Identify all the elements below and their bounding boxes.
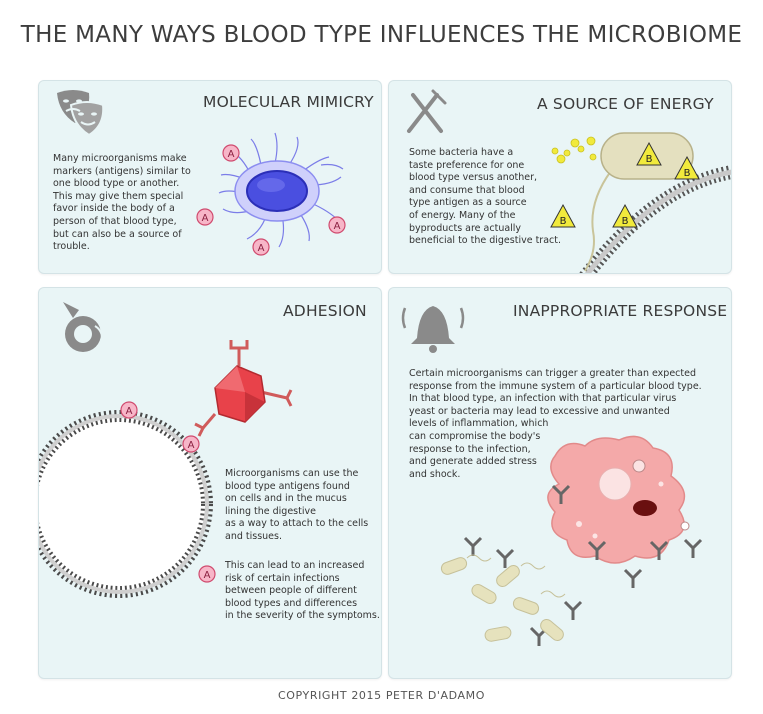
energy-illustration: B B B B [407, 89, 731, 273]
svg-text:A: A [188, 440, 195, 451]
svg-text:A: A [202, 213, 209, 224]
panel-body: Some bacteria have a taste preference fo… [409, 147, 561, 247]
panel-title: ADHESION [283, 302, 367, 320]
panel-inappropriate-response: INAPPROPRIATE RESPONSE Certain microorga… [388, 287, 732, 679]
theater-masks-icon [57, 90, 105, 137]
antigen-b-badge: B [550, 203, 576, 228]
svg-text:A: A [228, 149, 235, 160]
antigen-a-badge: A [196, 208, 214, 226]
cell-membrane [579, 165, 731, 273]
panel-molecular-mimicry: A A A A MOLECULAR MIMICRY Many microorga… [38, 80, 382, 274]
panel-body: Microorganisms can use the blood type an… [225, 468, 369, 542]
antigen-fragments [551, 136, 597, 164]
adhesive-tape-icon [63, 302, 104, 352]
antigen-b-badge: B [612, 203, 638, 228]
antibodies [463, 484, 703, 646]
panel-title: A SOURCE OF ENERGY [537, 95, 714, 113]
antigen-a-badge: A [328, 216, 346, 234]
panel-source-of-energy: B B B B A SOURCE OF ENERGY Some bacteria… [388, 80, 732, 274]
panel-title: INAPPROPRIATE RESPONSE [513, 302, 728, 320]
panel-body: Certain microorganisms can trigger a gre… [409, 368, 702, 480]
copyright: COPYRIGHT 2015 PETER D'ADAMO [277, 689, 485, 702]
adhesion-illustration: A A A [39, 302, 293, 598]
immune-cell [547, 435, 690, 564]
panel-body-continued: This can lead to an increased risk of ce… [225, 560, 380, 622]
panel-adhesion: A A A ADHESION Microorganisms can use th… [38, 287, 382, 679]
panel-title: MOLECULAR MIMICRY [203, 93, 374, 111]
svg-text:B: B [646, 154, 653, 165]
antigen-a-badge: A [120, 401, 138, 419]
antigen-a-badge: A [222, 144, 240, 162]
host-cell [39, 410, 213, 598]
svg-text:B: B [560, 216, 567, 227]
bacteria-flagella [466, 554, 566, 598]
fork-knife-icon [407, 89, 447, 133]
bell-icon [401, 306, 465, 353]
svg-text:A: A [126, 406, 133, 417]
antigen-a-badge: A [182, 435, 200, 453]
svg-text:A: A [204, 570, 211, 581]
bacteria [440, 557, 564, 642]
antigen-b-badge: B [636, 141, 662, 166]
antigen-a-badge: A [252, 238, 270, 256]
mimicry-illustration: A A A A [57, 90, 346, 256]
svg-text:B: B [622, 216, 629, 227]
svg-text:A: A [258, 243, 265, 254]
virus [194, 340, 293, 437]
svg-text:A: A [334, 221, 341, 232]
svg-text:B: B [684, 168, 691, 179]
infographic-title: THE MANY WAYS BLOOD TYPE INFLUENCES THE … [20, 22, 743, 48]
antigen-b-badge: B [674, 155, 700, 180]
antigen-a-badge: A [198, 565, 216, 583]
response-illustration [401, 306, 703, 646]
panel-body: Many microorganisms make markers (antige… [53, 153, 191, 253]
